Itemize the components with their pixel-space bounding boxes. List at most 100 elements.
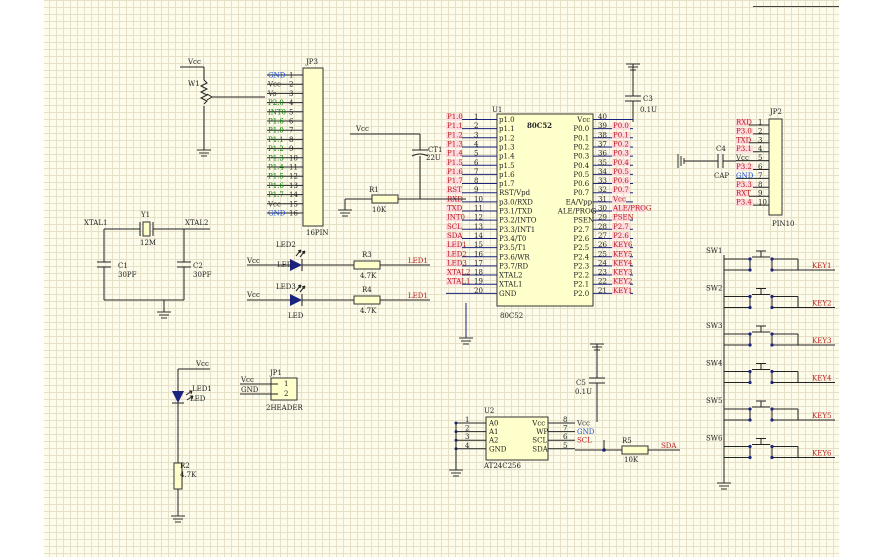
- r4-body: [353, 295, 381, 305]
- u1-right-net-label: P0.7: [613, 186, 629, 194]
- r1-designator: R1: [369, 186, 379, 194]
- r5-designator: R5: [622, 437, 632, 445]
- u1-left-pin-number: 18: [474, 269, 483, 277]
- jp3-net-label: P1.3: [268, 154, 284, 162]
- u1-right-net-label: P0.5: [613, 168, 629, 176]
- r2-designator: R2: [180, 462, 190, 470]
- u1-left-pin-function: P3.4/T0: [499, 235, 526, 243]
- switch-designator: SW4: [706, 360, 723, 368]
- r3-value: 4.7K: [360, 272, 377, 280]
- u1-left-pin-function: XTAL1: [499, 281, 522, 289]
- u1-left-pin-function: p1.1: [499, 125, 515, 133]
- u1-left-pin-function: RST/Vpd: [499, 189, 531, 197]
- switch-net-label: KEY6: [812, 450, 832, 458]
- r2-value: 4.7K: [180, 471, 197, 479]
- u1-right-pin-number: 24: [598, 259, 607, 267]
- u1-right-pin-function: P2.2: [573, 272, 589, 280]
- u1-right-pin-number: 35: [598, 159, 607, 167]
- jp2-net-label: P3.1: [736, 145, 752, 153]
- capacitor-c4: C4 CAP: [677, 145, 736, 180]
- u1-right-net-label: KEY5: [613, 250, 632, 258]
- jp3-pin-number: 1: [289, 72, 293, 80]
- u1-right-net-label: P0.3: [613, 150, 629, 158]
- switch-designator: SW1: [706, 247, 722, 255]
- c4-value: CAP: [714, 172, 729, 180]
- u1-left-net-label: P1.5: [447, 159, 463, 167]
- u1-right-pin-function: PSEN: [573, 217, 594, 225]
- r3-body: [353, 260, 381, 270]
- jp3-net-label: P2.0: [268, 99, 284, 107]
- u1-left-pin-function: P3.2/INTO: [499, 217, 537, 225]
- u1-right-net-label: P0.1: [613, 131, 629, 139]
- u1-left-pin-function: XTAL2: [499, 272, 522, 280]
- u1-right-pin-function: P0.3: [573, 153, 589, 161]
- jp2-pin-number: 8: [758, 181, 762, 189]
- jp2-pin-list: 1RXD2P3.03TXD4P3.15Vcc6P3.27GND8P3.39RXT…: [735, 119, 769, 207]
- u1-left-pin-number: 2: [474, 122, 478, 130]
- u1-right-pin-function: P2.7: [573, 226, 589, 234]
- led3-designator: LED3: [276, 283, 296, 291]
- c1-designator: C1: [118, 262, 128, 270]
- switch-designator: SW6: [706, 435, 723, 443]
- jp3-pin-number: 2: [289, 81, 293, 89]
- jp3-net-label: Vcc: [267, 200, 281, 208]
- u1-left-pin-function: p3.0/RXD: [499, 198, 533, 206]
- u1-right-pin-number: 26: [598, 241, 607, 249]
- u1-right-pin-function: P0.7: [573, 189, 589, 197]
- r5-value: 10K: [624, 456, 639, 464]
- jp3-pin-number: 6: [289, 118, 294, 126]
- u1-left-pin-function: p1.7: [499, 180, 515, 188]
- u1-right-pin-number: 31: [598, 195, 607, 203]
- u1-left-pin-function: P3.6/WR: [499, 253, 530, 261]
- u1-left-pin-number: 8: [474, 177, 478, 185]
- u1-right-pin-function: P0.5: [573, 171, 589, 179]
- u1-right-pin-function: Vcc: [576, 116, 590, 124]
- w1-vcc-label: Vcc: [187, 58, 201, 66]
- u1-left-net-label: INT0: [447, 214, 465, 222]
- capacitor-c3: C3 0.1U: [625, 63, 657, 122]
- u2-right-pin-function: SCL: [532, 437, 547, 445]
- u1-right-pin-function: P2.4: [573, 253, 589, 261]
- jp3-net-label: Vcc: [267, 81, 281, 89]
- xtal2-net-label: XTAL2: [185, 219, 208, 227]
- u1-body: [496, 113, 594, 307]
- jp3-net-label: P1.6: [268, 118, 284, 126]
- u2-left-pin-function: A0: [488, 420, 499, 428]
- u2-right-pin-function: WP: [536, 428, 548, 436]
- jp2-name: PIN10: [772, 220, 795, 228]
- u1-left-pin-function: p1.0: [499, 116, 515, 124]
- jp2-pin-number: 1: [758, 119, 762, 127]
- jp3-net-label: Vo: [267, 90, 277, 98]
- u1-right-net-label: KEY6: [613, 241, 633, 249]
- jp3-pin-number: 11: [289, 164, 298, 172]
- jp3-pin-number: 13: [289, 182, 298, 190]
- u1-left-net-label: P1.7: [447, 177, 463, 185]
- u1-right-net-label: P2.7: [613, 223, 629, 231]
- u1-left-pin-function: p1.6: [499, 171, 515, 179]
- u2-left-pin-function: A2: [488, 437, 499, 445]
- led-circuit-led3: LED3 Vcc LED R4 4.7K LED1: [246, 283, 430, 320]
- u1-right-pin-function: P2.0: [573, 290, 589, 298]
- jp3-pin-number: 8: [289, 136, 293, 144]
- switch-designator: SW5: [706, 397, 722, 405]
- ct1-value: 22U: [426, 154, 441, 162]
- r3-net-label: LED1: [408, 257, 428, 265]
- u1-left-pin-number: 12: [474, 214, 483, 222]
- jp2-pin-number: 9: [758, 190, 762, 198]
- jp2-designator: JP2: [769, 108, 782, 116]
- r4-net-label: LED1: [408, 292, 428, 300]
- jp3-pin-number: 16: [289, 210, 298, 218]
- c4-designator: C4: [716, 145, 726, 153]
- push-button-array: SW1KEY1SW2KEY2SW3KEY3SW4KEY4SW5KEY5SW6KE…: [706, 247, 835, 490]
- u2-right-pin-number: 5: [563, 442, 567, 450]
- u1-left-pin-number: 16: [474, 250, 483, 258]
- u1-left-net-label: P1.3: [447, 140, 463, 148]
- u1-right-pin-function: P0.2: [573, 143, 589, 151]
- u1-left-net-label: P1.2: [447, 131, 463, 139]
- led2-diode: [290, 259, 302, 271]
